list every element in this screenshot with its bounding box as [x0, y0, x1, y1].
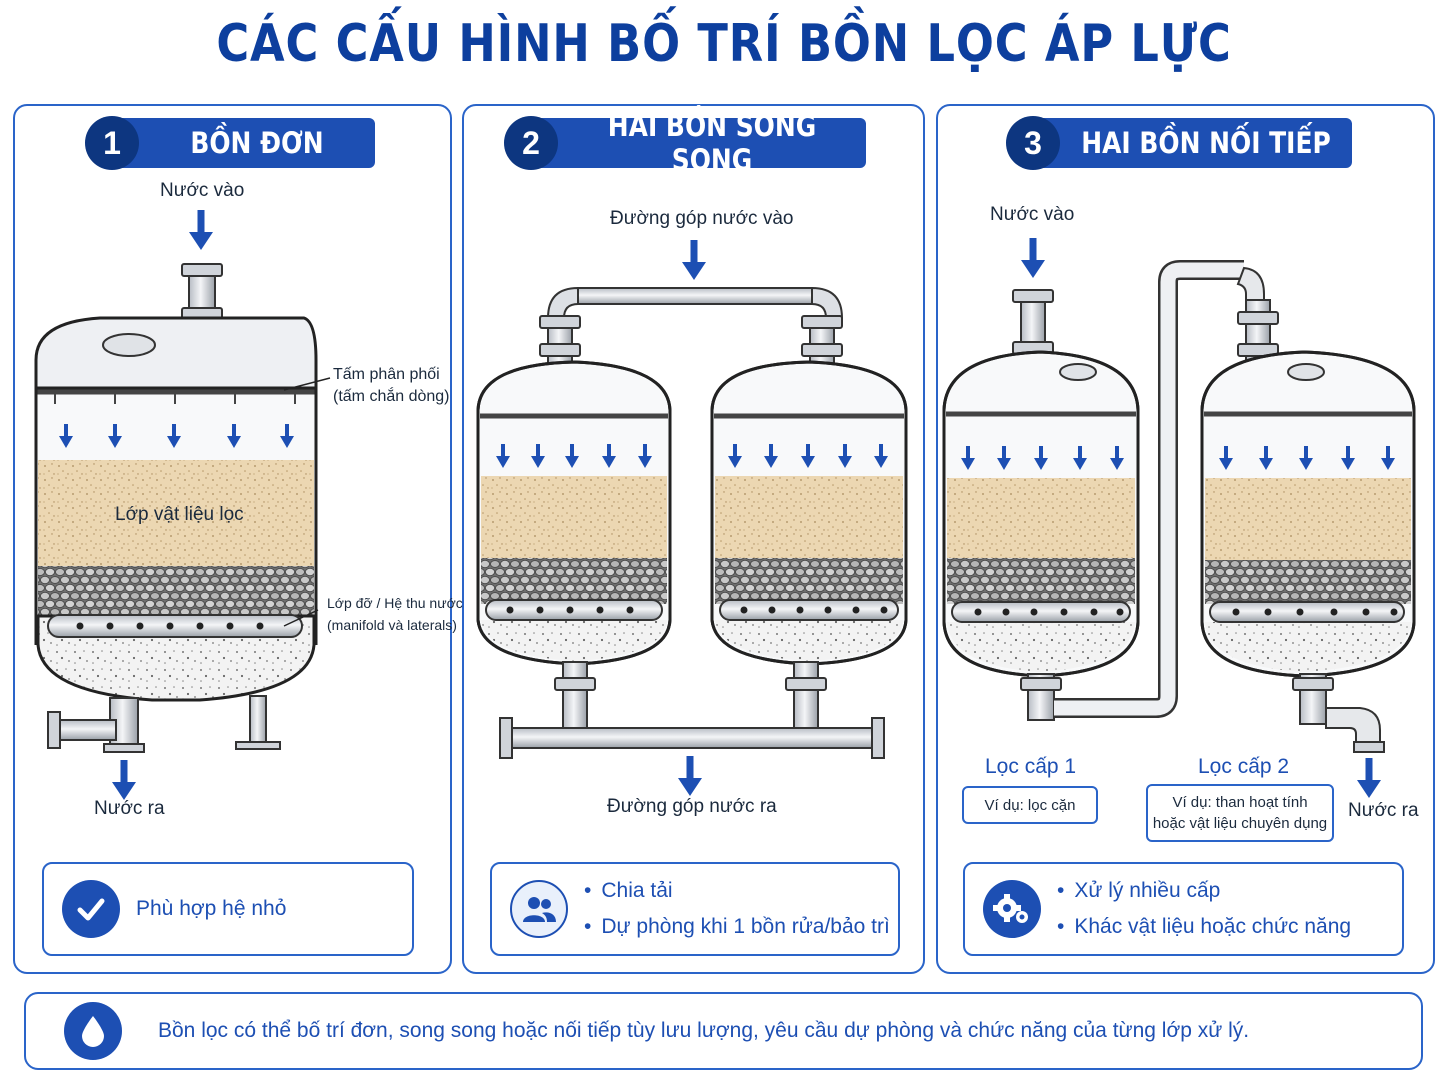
info-box-single: Phù hợp hệ nhỏ — [42, 862, 414, 956]
page-title: CÁC CẤU HÌNH BỐ TRÍ BỒN LỌC ÁP LỰC — [216, 14, 1232, 74]
distributor-label: Tấm phân phối — [333, 366, 440, 383]
stage2-note-line1: Ví dụ: than hoạt tính — [1172, 794, 1308, 811]
panel-number-badge: 1 — [85, 116, 139, 170]
stage2-note-line2: hoặc vật liệu chuyên dụng — [1152, 815, 1328, 832]
footer-note: Bồn lọc có thể bố trí đơn, song song hoặ… — [24, 992, 1423, 1070]
info-box-series: Xử lý nhiều cấp Khác vật liệu hoặc chức … — [963, 862, 1404, 956]
outlet-header-label: Đường góp nước ra — [607, 796, 777, 817]
list-item: Xử lý nhiều cấp — [1057, 873, 1351, 909]
panel-header-3: 3 HAI BỒN NỐI TIẾP — [1006, 116, 1352, 170]
stage2-label: Lọc cấp 2 — [1198, 755, 1290, 778]
outlet-label: Nước ra — [94, 798, 165, 819]
stage2-note: Ví dụ: than hoạt tính hoặc vật liệu chuy… — [1146, 784, 1334, 842]
inlet-header-label: Đường góp nước vào — [610, 208, 794, 229]
panel-number-badge: 3 — [1006, 116, 1060, 170]
distributor-sub-label: (tấm chắn dòng) — [333, 388, 450, 405]
info-list: Chia tải Dự phòng khi 1 bồn rửa/bảo trì — [584, 873, 890, 945]
stage1-note: Ví dụ: lọc cặn — [962, 786, 1098, 824]
info-box-parallel: Chia tải Dự phòng khi 1 bồn rửa/bảo trì — [490, 862, 900, 956]
inlet-label: Nước vào — [160, 180, 245, 201]
footer-text: Bồn lọc có thể bố trí đơn, song song hoặ… — [158, 1019, 1250, 1042]
list-item: Chia tải — [584, 873, 890, 909]
panel-parallel-tanks: 2 HAI BỒN SONG SONG Chia tải Dự phòng kh… — [462, 104, 925, 974]
media-label: Lớp vật liệu lọc — [115, 504, 244, 525]
water-drop-icon — [64, 1002, 122, 1060]
info-list: Xử lý nhiều cấp Khác vật liệu hoặc chức … — [1057, 873, 1351, 945]
info-text: Phù hợp hệ nhỏ — [136, 897, 287, 920]
panel-title: HAI BỒN NỐI TIẾP — [1081, 126, 1331, 160]
outlet-label: Nước ra — [1348, 800, 1419, 821]
panel-single-tank: 1 BỒN ĐƠN Phù hợp hệ nhỏ — [13, 104, 452, 974]
list-item: Khác vật liệu hoặc chức năng — [1057, 909, 1351, 945]
panel-number-badge: 2 — [504, 116, 558, 170]
list-item: Dự phòng khi 1 bồn rửa/bảo trì — [584, 909, 889, 945]
panel-header-1: 1 BỒN ĐƠN — [85, 116, 375, 170]
stage1-label: Lọc cấp 1 — [985, 755, 1077, 778]
support-label: Lớp đỡ / Hệ thu nước — [327, 595, 463, 611]
inlet-label: Nước vào — [990, 204, 1075, 225]
users-icon — [510, 880, 568, 938]
panel-title: BỒN ĐƠN — [190, 126, 324, 160]
panel-title: HAI BỒN SONG SONG — [607, 109, 817, 177]
check-icon — [62, 880, 120, 938]
panel-header-2: 2 HAI BỒN SONG SONG — [504, 109, 866, 177]
stage1-note-text: Ví dụ: lọc cặn — [984, 796, 1076, 814]
gears-icon — [983, 880, 1041, 938]
panel-series-tanks: 3 HAI BỒN NỐI TIẾP Xử lý nhiều cấp Khác … — [936, 104, 1435, 974]
support-sub-label: (manifold và laterals) — [327, 617, 457, 633]
